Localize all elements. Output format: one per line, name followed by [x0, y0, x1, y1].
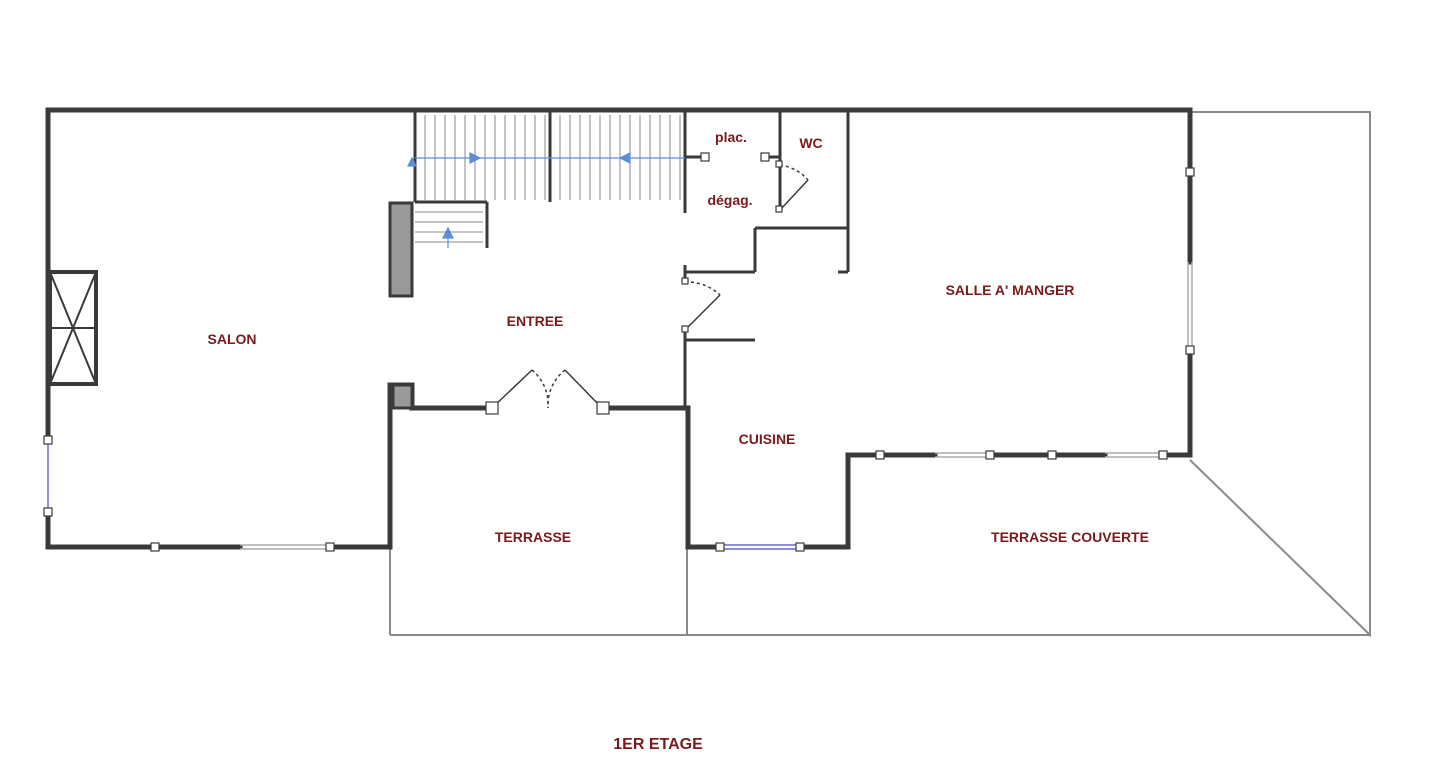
- room-label-degagement: dégag.: [707, 192, 753, 208]
- interior-walls: [413, 112, 850, 408]
- room-label-cuisine: CUISINE: [738, 431, 796, 447]
- floor-title: 1ER ETAGE: [613, 736, 703, 753]
- walls: [45, 107, 1193, 550]
- doors: [491, 164, 809, 409]
- column-block: [391, 383, 414, 410]
- terrace-outlines: [389, 111, 1371, 638]
- room-label-terrasse: TERRASSE: [494, 529, 572, 545]
- room-label-placard: plac.: [715, 129, 747, 145]
- stair-half-wall: [388, 201, 414, 298]
- room-label-salle-a-manger: SALLE A' MANGER: [945, 282, 1075, 298]
- windows: [47, 262, 1193, 550]
- fireplace-shaft: [48, 270, 98, 386]
- staircase: [415, 115, 681, 243]
- room-label-wc: WC: [799, 135, 823, 151]
- room-label-terrasse-couverte: TERRASSE COUVERTE: [991, 529, 1149, 545]
- room-label-entree: ENTREE: [506, 313, 564, 329]
- jamb-markers: [43, 152, 1195, 552]
- stair-arrows: [407, 152, 685, 248]
- room-label-salon: SALON: [207, 331, 257, 347]
